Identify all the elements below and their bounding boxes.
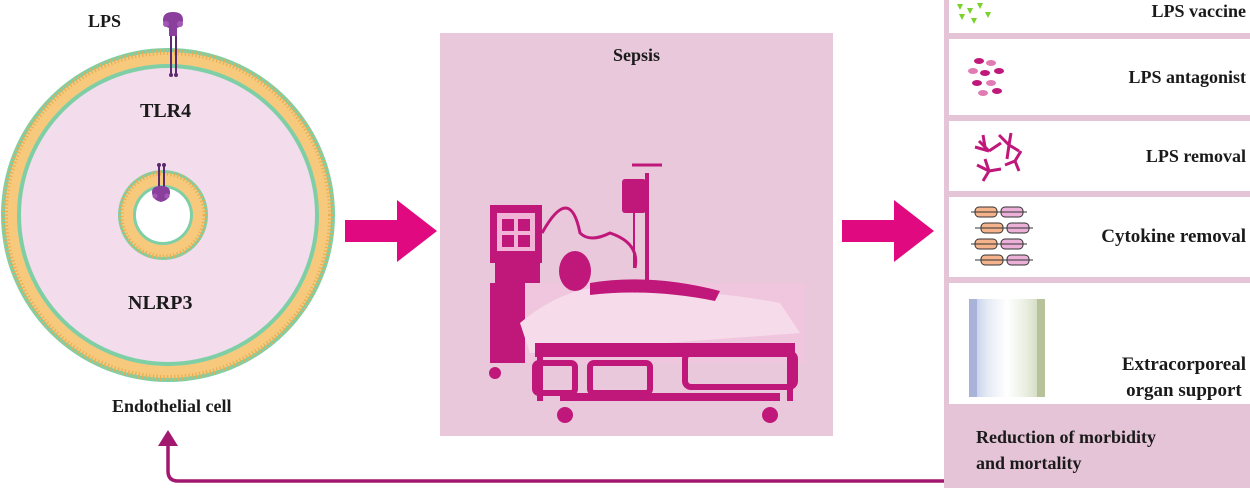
treatment-label: Cytokine removal bbox=[1101, 197, 1246, 277]
treatment-label-line2: organ support bbox=[1126, 378, 1242, 404]
outcome-line1: Reduction of morbidity bbox=[976, 424, 1250, 450]
treatment-label: Extracorporeal organ support bbox=[1122, 283, 1246, 404]
treatment-lps-removal: LPS removal bbox=[949, 121, 1250, 191]
outcome-text: Reduction of morbidity and mortality bbox=[976, 424, 1250, 476]
outcome-line2: and mortality bbox=[976, 450, 1250, 476]
treatment-label: LPS vaccine bbox=[1152, 0, 1247, 33]
pills-icon bbox=[949, 197, 1059, 277]
treatment-label: LPS removal bbox=[1146, 121, 1246, 191]
triangles-icon bbox=[949, 0, 1029, 33]
feedback-arrow-icon bbox=[0, 0, 950, 488]
treatment-panel: LPS vaccine LPS antagonist LPS removal bbox=[944, 0, 1250, 488]
treatment-lps-vaccine: LPS vaccine bbox=[949, 0, 1250, 33]
branches-icon bbox=[949, 121, 1039, 191]
treatment-label: LPS antagonist bbox=[1128, 39, 1246, 115]
treatment-extracorporeal-organ-support: Extracorporeal organ support bbox=[949, 283, 1250, 404]
membrane-icon bbox=[949, 283, 1059, 404]
treatment-lps-antagonist: LPS antagonist bbox=[949, 39, 1250, 115]
treatment-cytokine-removal: Cytokine removal bbox=[949, 197, 1250, 277]
treatment-label-line1: Extracorporeal bbox=[1122, 352, 1246, 378]
dots-icon bbox=[949, 39, 1029, 115]
